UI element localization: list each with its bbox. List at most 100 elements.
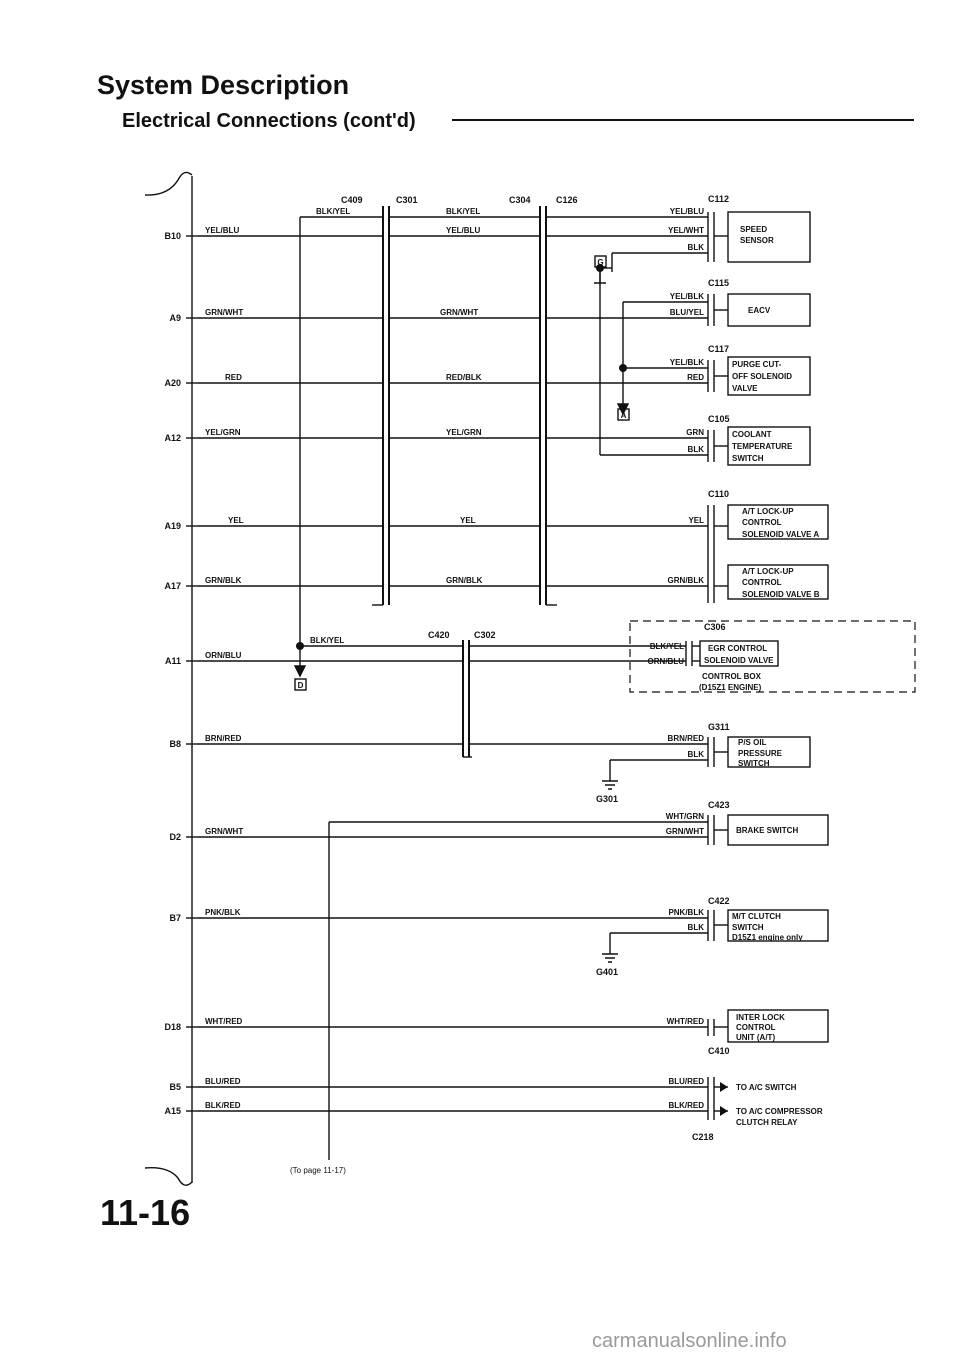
wire-label: WHT/RED <box>205 1017 243 1026</box>
pin-label: D2 <box>169 832 181 842</box>
component-label: VALVE <box>732 384 758 393</box>
wire-label: BLK <box>688 923 705 932</box>
wire-label: BLK <box>688 445 705 454</box>
component-label: SWITCH <box>738 759 770 768</box>
wire-label: BLK/RED <box>668 1101 704 1110</box>
wire-label: BLK/YEL <box>650 642 684 651</box>
component-label: SOLENOID VALVE <box>704 656 774 665</box>
pin-label: A15 <box>164 1106 181 1116</box>
wire-label: WHT/GRN <box>666 812 704 821</box>
pin-label: A12 <box>164 433 181 443</box>
subtitle-rule <box>452 119 914 121</box>
component-label: D15Z1 engine only <box>732 933 803 942</box>
component-label: TEMPERATURE <box>732 442 793 451</box>
connector-label: G311 <box>708 722 730 732</box>
component-label: PURGE CUT- <box>732 360 782 369</box>
component-label: PRESSURE <box>738 749 783 758</box>
wire-label: RED <box>225 373 242 382</box>
wire-label: BLU/YEL <box>670 308 704 317</box>
connector-label: G401 <box>596 967 618 977</box>
component-label: COOLANT <box>732 430 772 439</box>
component-label: EGR CONTROL <box>708 644 767 653</box>
wire-label: YEL/GRN <box>446 428 482 437</box>
connector-label: C117 <box>708 344 729 354</box>
component-label: EACV <box>748 306 771 315</box>
connector-label: C302 <box>474 630 496 640</box>
connector-label: C105 <box>708 414 730 424</box>
wire-label: YEL <box>688 516 704 525</box>
connector-label: G301 <box>596 794 618 804</box>
wire-label: YEL/BLK <box>670 292 704 301</box>
wire-label: BRN/RED <box>205 734 242 743</box>
component-label: INTER LOCK <box>736 1013 785 1022</box>
ground-mark-g: G <box>597 258 603 267</box>
connector-label: C301 <box>396 195 418 205</box>
pin-label: B5 <box>169 1082 181 1092</box>
wire-label: ORN/BLU <box>648 657 685 666</box>
wire-label: RED/BLK <box>446 373 482 382</box>
component-label: CONTROL BOX <box>702 672 762 681</box>
component-label: CLUTCH RELAY <box>736 1118 798 1127</box>
component-label: CONTROL <box>742 578 782 587</box>
pin-label: A19 <box>164 521 181 531</box>
ecu-break-top <box>144 171 193 196</box>
pin-label: B8 <box>169 739 181 749</box>
pin-label: A11 <box>165 656 181 666</box>
wire-label: YEL/BLK <box>670 358 704 367</box>
component-label: A/T LOCK-UP <box>742 567 794 576</box>
component-label: (D15Z1 ENGINE) <box>699 683 762 692</box>
wire-label: BLK/YEL <box>446 207 480 216</box>
component-label: M/T CLUTCH <box>732 912 781 921</box>
wire-label: YEL <box>460 516 476 525</box>
component-label: SPEED <box>740 225 767 234</box>
component-label: OFF SOLENOID <box>732 372 792 381</box>
pin-label: B7 <box>169 913 181 923</box>
connector-label: C304 <box>509 195 531 205</box>
connector-label: C115 <box>708 278 729 288</box>
wire-label: YEL/BLU <box>670 207 704 216</box>
wire-label: YEL <box>228 516 244 525</box>
wire-label: BLK/YEL <box>316 207 350 216</box>
wire-label: WHT/RED <box>667 1017 705 1026</box>
ecu-break-bottom <box>144 1167 193 1186</box>
page-subtitle: Electrical Connections (cont'd) <box>122 110 416 132</box>
connector-label: C409 <box>341 195 363 205</box>
component-label: SWITCH <box>732 923 764 932</box>
wire-label: RED <box>687 373 704 382</box>
wire-label: BLK/YEL <box>310 636 344 645</box>
pin-label: A20 <box>164 378 181 388</box>
component-label: A/T LOCK-UP <box>742 507 794 516</box>
pin-label: A9 <box>169 313 181 323</box>
wire-label: YEL/GRN <box>205 428 241 437</box>
component-label: UNIT (A/T) <box>736 1033 775 1042</box>
connector-label: C306 <box>704 622 726 632</box>
connector-label: C410 <box>708 1046 730 1056</box>
wire-label: GRN/WHT <box>205 827 243 836</box>
wire-label: BRN/RED <box>668 734 705 743</box>
footer-note: (To page 11-17) <box>290 1166 346 1175</box>
wire-label: BLK <box>688 243 705 252</box>
connector-label: C110 <box>708 489 729 499</box>
ground-mark-a: A <box>621 411 627 420</box>
pin-label: A17 <box>164 581 181 591</box>
page-number: 11-16 <box>100 1192 191 1233</box>
wire-label: ORN/BLU <box>205 651 242 660</box>
wire-label: BLK <box>688 750 705 759</box>
component-label: SOLENOID VALVE A <box>742 530 819 539</box>
connector-label: C126 <box>556 195 578 205</box>
wire-label: GRN <box>686 428 704 437</box>
wire-label: GRN/WHT <box>205 308 243 317</box>
wire-label: BLU/RED <box>205 1077 241 1086</box>
component-label: SOLENOID VALVE B <box>742 590 820 599</box>
wire-label: GRN/BLK <box>205 576 242 585</box>
component-label: P/S OIL <box>738 738 767 747</box>
connector-label: C422 <box>708 896 730 906</box>
pin-label: B10 <box>164 231 181 241</box>
wire-label: GRN/BLK <box>446 576 483 585</box>
connector-label: C420 <box>428 630 450 640</box>
wire-label: GRN/WHT <box>666 827 704 836</box>
wire-label: BLK/RED <box>205 1101 241 1110</box>
component-label: SENSOR <box>740 236 774 245</box>
component-label: SWITCH <box>732 454 764 463</box>
